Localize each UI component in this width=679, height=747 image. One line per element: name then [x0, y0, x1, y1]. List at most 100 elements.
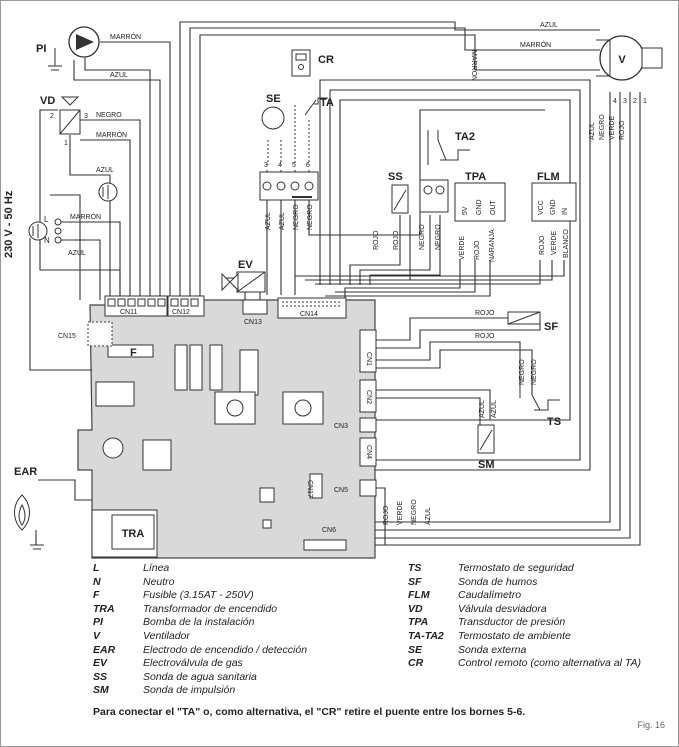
gas-valve-ev — [221, 271, 266, 293]
wire-label-sm-azul: AZUL — [479, 400, 486, 418]
label-cn3: CN3 — [334, 423, 348, 430]
pin-tpa-gnd: GND — [476, 199, 483, 215]
wiring-diagram: PI V VD CR SE TA TA2 SS TPA FLM EV SF TS… — [14, 21, 663, 559]
wire-label-v-negro-vertical: NEGRO — [599, 114, 606, 140]
label-cn12: CN11 — [120, 309, 137, 316]
wire-label-se-azul: AZUL — [265, 212, 272, 230]
label-cn1: CN1 — [365, 352, 372, 366]
wire-label-pi-marron: MARRÓN — [110, 32, 141, 41]
label-cn2: CN2 — [365, 390, 372, 404]
label-ta: TA — [320, 97, 334, 109]
wire-label-ta-negro: NEGRO — [293, 204, 300, 230]
wire-label-ta2-negro-2: NEGRO — [435, 224, 442, 250]
mains-terminals — [28, 182, 118, 244]
label-cn17: CN17 — [306, 480, 313, 498]
label-cn14: CN13 — [244, 319, 262, 326]
wire-label-vd-azul: AZUL — [96, 167, 114, 174]
wire-label-tpa-verde: VERDE — [459, 236, 466, 260]
wire-label-flm-rojo: ROJO — [539, 235, 546, 255]
pin-tpa-5v: 5V — [462, 206, 469, 215]
pin-vd-3: 3 — [84, 113, 88, 120]
wire-label-ss-rojo: ROJO — [373, 230, 380, 250]
label-ev: EV — [238, 259, 253, 271]
wire-label-tpa-rojo: ROJO — [474, 240, 481, 260]
pin-v-2: 2 — [633, 98, 637, 105]
sensor-sm — [477, 424, 495, 454]
thermostat-ta — [304, 97, 328, 116]
flowmeter-flm — [531, 182, 577, 222]
wire-label-ts-negro-2: NEGRO — [531, 359, 538, 385]
label-cn11: CN15 — [58, 333, 76, 340]
transducer-tpa — [454, 182, 506, 222]
wire-label-se-azul-2: AZUL — [279, 212, 286, 230]
pin-vd-2: 2 — [50, 113, 54, 120]
wire-label-bottom-azul: AZUL — [425, 507, 432, 525]
wire-label-v-rojo-vertical: ROJO — [619, 120, 626, 140]
label-vd: VD — [40, 95, 55, 107]
thermostat-ts — [519, 385, 560, 411]
wire-label-bottom-verde: VERDE — [397, 501, 404, 525]
label-ss: SS — [388, 171, 403, 183]
wire-label-v-azul: AZUL — [540, 22, 558, 29]
label-flm: FLM — [537, 171, 560, 183]
label-tpa: TPA — [465, 171, 486, 183]
pin-se-4: 4 — [278, 162, 282, 169]
wire-label-vd-negro: NEGRO — [96, 112, 122, 119]
wire-label-n-azul: AZUL — [68, 250, 86, 257]
wire-label-v-azul-vertical: AZUL — [589, 122, 596, 140]
pin-flm-in: IN — [562, 208, 569, 215]
cn14-connector — [242, 299, 268, 315]
valve-vd — [59, 96, 81, 135]
pin-v-3: 3 — [623, 98, 627, 105]
wires — [21, 21, 641, 546]
label-sf: SF — [544, 321, 558, 333]
label-ts: TS — [547, 416, 561, 428]
sensor-sf — [507, 311, 541, 325]
cn15-connector — [277, 297, 347, 319]
wire-label-ta2-negro: NEGRO — [419, 224, 426, 250]
fan-v — [596, 35, 663, 81]
wire-label-sm-azul-2: AZUL — [491, 400, 498, 418]
label-ear: EAR — [14, 466, 37, 478]
sensor-ss — [391, 184, 409, 214]
wire-label-vd-marron: MARRÓN — [96, 130, 127, 139]
remote-cr — [291, 49, 311, 77]
wire-label-sf-rojo-2: ROJO — [475, 333, 495, 340]
label-n: N — [44, 236, 50, 245]
wire-label-v-verde-vertical: VERDE — [609, 116, 616, 140]
label-cn15: CN14 — [300, 311, 318, 318]
wire-label-bottom-negro: NEGRO — [411, 499, 418, 525]
label-cr: CR — [318, 54, 334, 66]
pin-se-3: 3 — [264, 162, 268, 169]
wire-label-l-marron: MARRÓN — [70, 212, 101, 221]
label-f: F — [130, 347, 137, 359]
wire-label-cn5-rojo: ROJO — [383, 505, 390, 525]
pin-flm-vcc: VCC — [538, 200, 545, 215]
label-pi: PI — [36, 43, 46, 55]
cn13-connector — [167, 295, 205, 317]
pin-flm-gnd: GND — [550, 199, 557, 215]
wire-label-sf-rojo-1: ROJO — [475, 310, 495, 317]
thermostat-ta2 — [427, 130, 470, 165]
ta2-terminal-block — [419, 179, 449, 213]
label-cn5: CN5 — [334, 487, 348, 494]
pin-ta-6: 6 — [306, 162, 310, 169]
transformer-tra-box — [111, 514, 155, 550]
wire-label-v-marron-vertical: MARRÓN — [470, 50, 479, 81]
pin-ta-5: 5 — [292, 162, 296, 169]
wire-label-ta-negro-2: NEGRO — [307, 204, 314, 230]
